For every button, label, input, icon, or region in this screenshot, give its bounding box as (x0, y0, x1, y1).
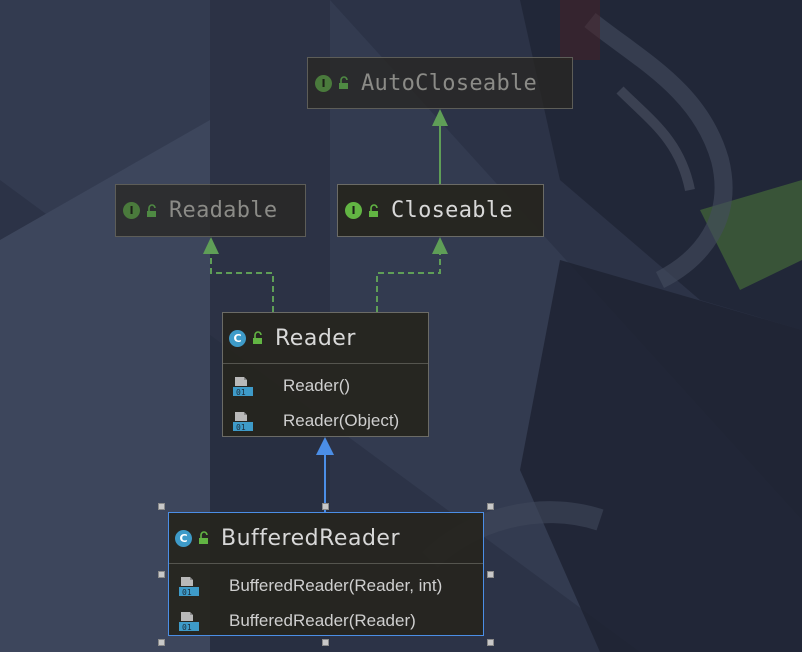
resize-handle-middle-right[interactable] (487, 571, 494, 578)
interface-badge-icon: I (123, 202, 140, 219)
node-autocloseable[interactable]: I AutoCloseable (307, 57, 573, 109)
constructor-icon: 01 (233, 376, 253, 397)
open-lock-icon (339, 76, 348, 89)
member-row[interactable]: 01 BufferedReader(Reader) (177, 603, 483, 638)
interface-badge-icon: I (345, 202, 362, 219)
resize-handle-top-right[interactable] (487, 503, 494, 510)
edge-reader-implements-readable (203, 237, 274, 312)
open-lock-icon (369, 203, 378, 217)
open-lock-icon (199, 531, 208, 544)
member-row[interactable]: 01 Reader() (231, 368, 428, 403)
edge-closeable-extends-autocloseable (432, 109, 448, 184)
resize-handle-bottom-left[interactable] (158, 639, 165, 646)
svg-text:01: 01 (182, 623, 192, 632)
member-signature: Reader() (283, 375, 351, 395)
svg-text:01: 01 (236, 388, 246, 397)
resize-handle-top-center[interactable] (322, 503, 329, 510)
constructor-icon: 01 (179, 611, 199, 632)
constructor-icon: 01 (179, 576, 199, 597)
resize-handle-bottom-center[interactable] (322, 639, 329, 646)
edge-reader-implements-closeable (376, 237, 448, 312)
node-bufferedreader[interactable]: C BufferedReader 01 BufferedReader(Reade… (168, 512, 484, 636)
member-row[interactable]: 01 BufferedReader(Reader, int) (177, 568, 483, 603)
interface-badge-icon: I (315, 74, 332, 92)
node-title: Readable (169, 198, 278, 223)
node-reader[interactable]: C Reader 01 Reader() (222, 312, 429, 437)
class-badge-icon: C (229, 329, 246, 347)
node-title: Reader (275, 325, 356, 351)
node-title: BufferedReader (221, 525, 400, 551)
member-signature: Reader(Object) (283, 410, 400, 430)
node-readable[interactable]: I Readable (115, 184, 306, 237)
open-lock-icon (147, 203, 156, 217)
open-lock-icon (253, 331, 262, 344)
svg-text:01: 01 (182, 588, 192, 597)
edge-bufferedreader-extends-reader (316, 437, 334, 512)
resize-handle-bottom-right[interactable] (487, 639, 494, 646)
class-badge-icon: C (175, 529, 192, 547)
member-list: 01 BufferedReader(Reader, int) 01 Buffer… (169, 563, 483, 638)
node-title: AutoCloseable (361, 70, 538, 96)
node-title: Closeable (391, 198, 513, 223)
resize-handle-middle-left[interactable] (158, 571, 165, 578)
constructor-icon: 01 (233, 411, 253, 432)
member-list: 01 Reader() 01 Reader(Object) (223, 363, 428, 438)
node-closeable[interactable]: I Closeable (337, 184, 544, 237)
member-row[interactable]: 01 Reader(Object) (231, 403, 428, 438)
member-signature: BufferedReader(Reader, int) (229, 575, 443, 595)
resize-handle-top-left[interactable] (158, 503, 165, 510)
svg-text:01: 01 (236, 423, 246, 432)
member-signature: BufferedReader(Reader) (229, 610, 416, 630)
